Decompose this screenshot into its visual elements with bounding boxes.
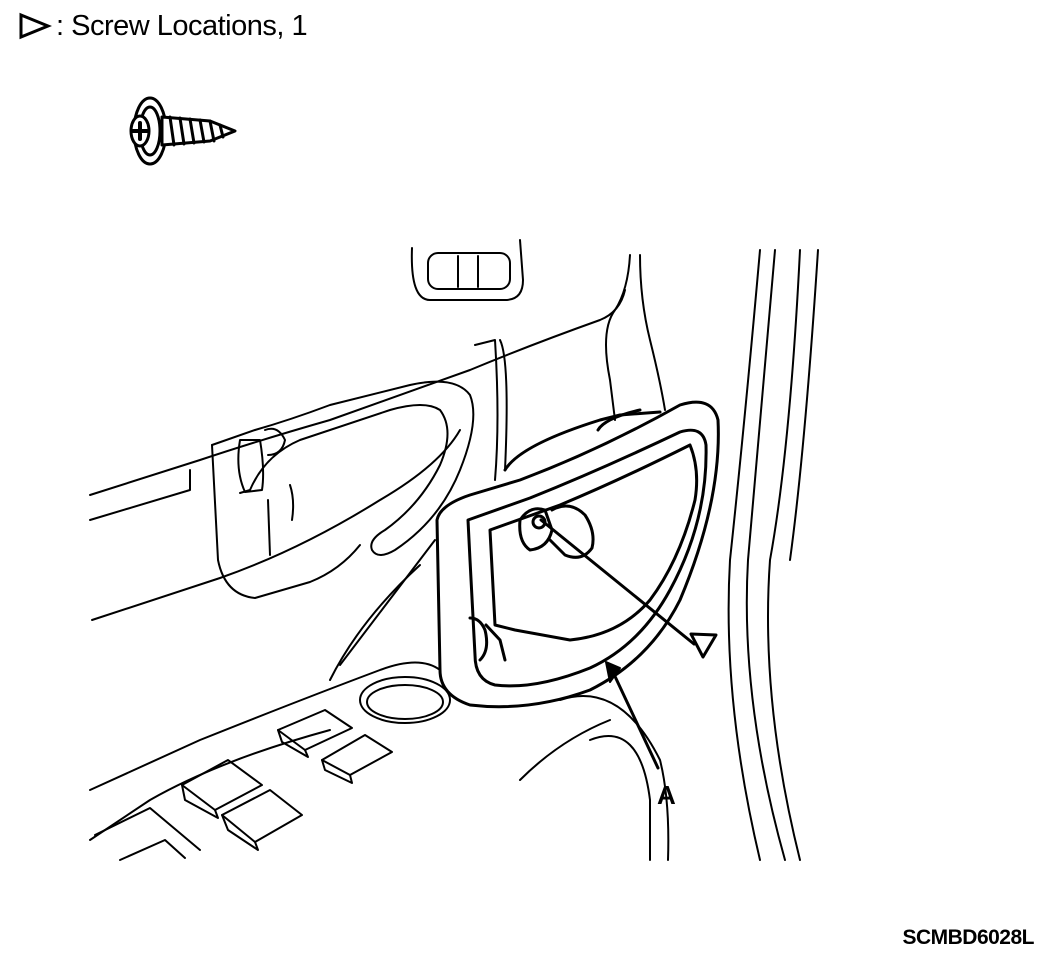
screw-icon: [129, 96, 237, 166]
screw-location-marker: [689, 632, 718, 659]
door-trim-panel: [89, 239, 819, 861]
part-a-callout: [605, 661, 660, 770]
inner-handle-bezel: [435, 400, 720, 709]
figure-code: SCMBD6028L: [902, 926, 1034, 949]
triangle-marker-icon: [19, 12, 52, 40]
legend-text: : Screw Locations, 1: [56, 9, 308, 42]
legend: : Screw Locations, 1: [18, 8, 308, 44]
part-a-label: A: [657, 780, 676, 810]
screw-callout: [539, 518, 718, 659]
